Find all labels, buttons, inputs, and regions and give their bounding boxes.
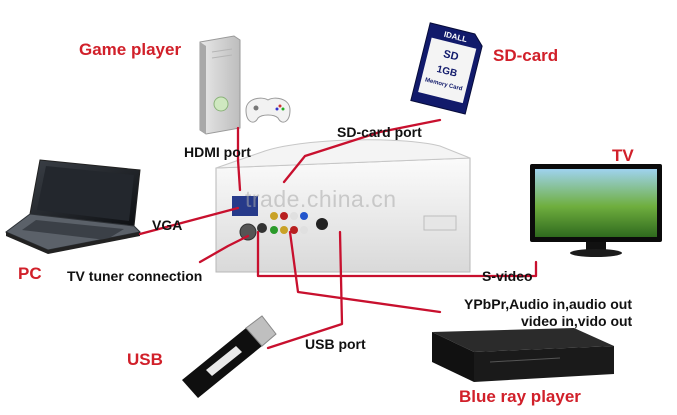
pc-label: PC — [18, 264, 42, 283]
hdmi-cable — [236, 126, 242, 192]
blu-ray-player-label: Blue ray player — [459, 387, 581, 406]
blu-ray-player-icon — [432, 328, 614, 382]
sd-card-cable — [282, 118, 442, 184]
sd-card-label: SD-card — [493, 46, 559, 65]
usb-cable — [266, 230, 344, 350]
watermark: trade.china.cn — [245, 186, 397, 212]
game-controller-icon — [245, 97, 291, 123]
sd-card-capacity: 1GB — [436, 64, 459, 80]
tv-icon — [530, 164, 662, 257]
vga-label: VGA — [152, 217, 183, 233]
usb-port-label: USB port — [305, 336, 366, 352]
s-video-label: S-video — [482, 268, 533, 284]
usb-label: USB — [127, 350, 163, 369]
tv-tuner-label: TV tuner connection — [67, 268, 203, 284]
usb-stick-icon — [182, 315, 277, 398]
projector-icon — [215, 139, 471, 273]
hdmi-port-label: HDMI port — [184, 144, 251, 160]
game-player-label: Game player — [79, 40, 182, 59]
cables — [138, 118, 538, 350]
ypbpr-label-line1: YPbPr,Audio in,audio out — [464, 296, 632, 312]
vga-cable — [138, 206, 240, 236]
tv-label: TV — [612, 146, 634, 165]
ypbpr-cable — [288, 230, 442, 314]
laptop-icon — [5, 159, 142, 254]
game-console-icon — [199, 35, 241, 135]
sd-card-logo: SD — [442, 48, 460, 63]
s-video-cable — [256, 230, 538, 278]
sd-card-icon: IDALL SD 1GB Memory Card — [410, 22, 483, 115]
ypbpr-label-line2: video in,vido out — [521, 313, 633, 329]
tv-tuner-cable — [198, 234, 250, 264]
sd-card-port-label: SD-card port — [337, 124, 422, 140]
